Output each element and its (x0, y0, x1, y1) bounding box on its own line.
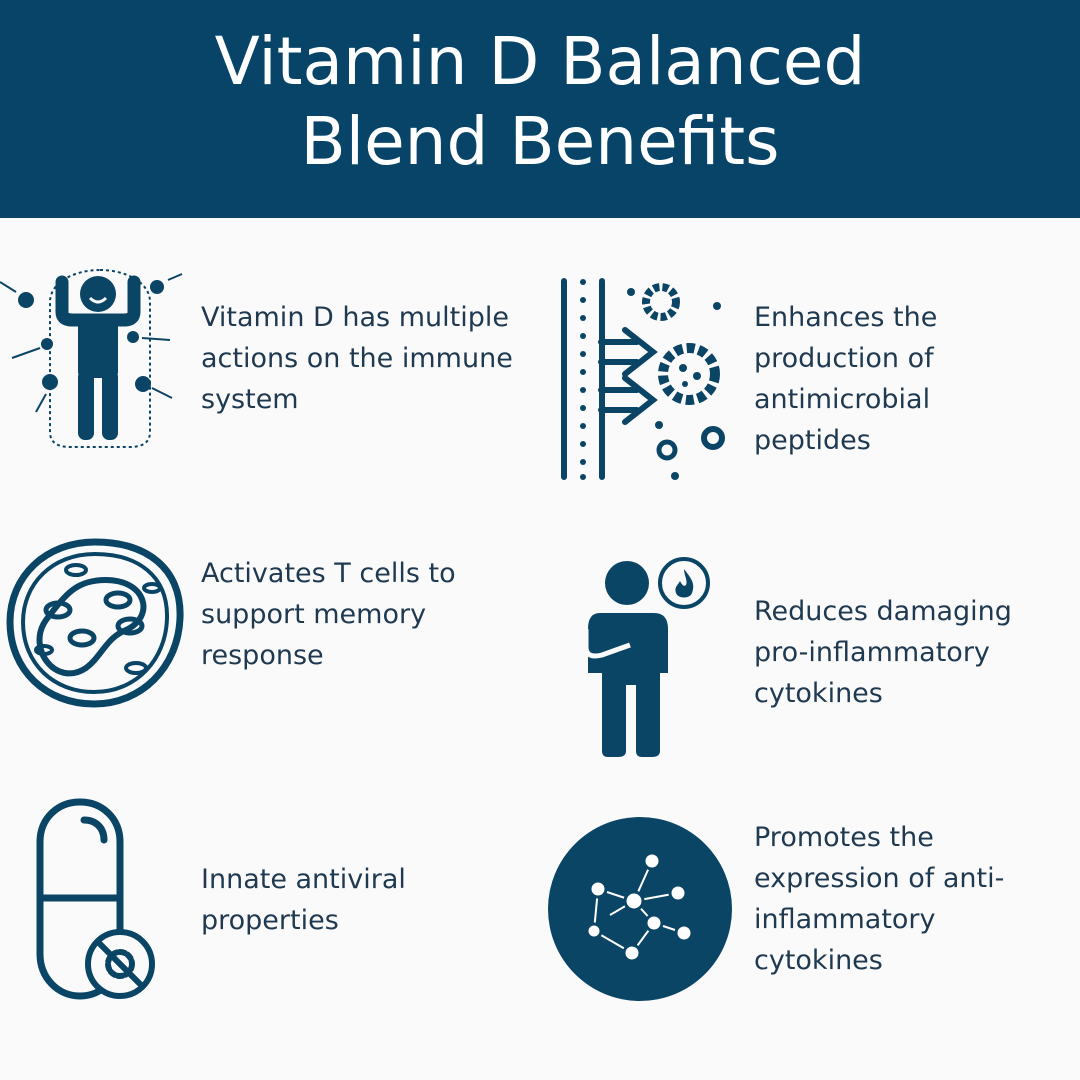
benefit-text-t-cells: Activates T cells to support memory resp… (201, 558, 456, 671)
benefit-text-immune: Vitamin D has multiple actions on the im… (201, 302, 513, 415)
title-line-2: Blend Benefits (300, 103, 780, 180)
benefit-text-antimicrobial: Enhances the production of antimicrobial… (754, 302, 938, 456)
page-title: Vitamin D Balanced Blend Benefits (0, 22, 1080, 182)
molecule-network-icon (546, 815, 734, 1003)
immune-person-icon (0, 262, 185, 452)
title-line-1: Vitamin D Balanced (214, 23, 866, 100)
header-banner: Vitamin D Balanced Blend Benefits (0, 0, 1080, 218)
antiviral-capsule-icon (34, 798, 159, 1003)
benefit-text-antiviral: Innate antiviral properties (201, 864, 406, 936)
inflammation-person-icon (580, 555, 715, 760)
t-cell-icon (6, 538, 184, 708)
antimicrobial-barrier-icon (555, 272, 735, 482)
benefit-text-cytokines-promote: Promotes the expression of anti-inflamma… (754, 822, 1005, 976)
benefit-text-cytokines-reduce: Reduces damaging pro-inflammatory cytoki… (754, 596, 1012, 709)
